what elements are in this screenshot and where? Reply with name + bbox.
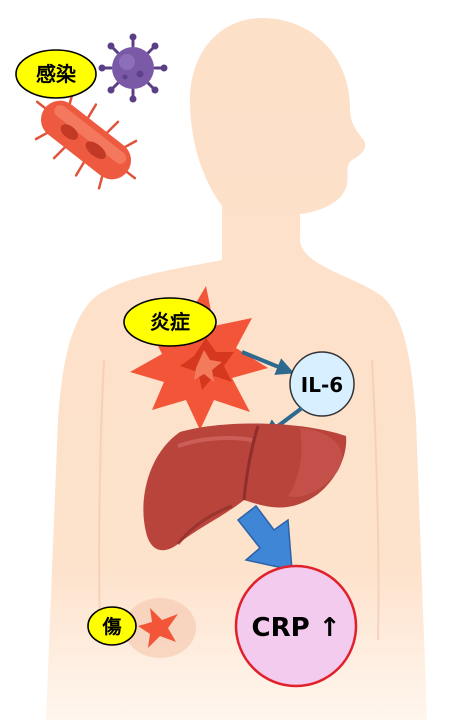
inflammation-burst-icon [130,286,268,430]
il6-node: IL-6 [289,351,355,417]
svg-text:傷: 傷 [101,615,121,638]
injury-label: 傷 [87,606,137,646]
svg-text:感染: 感染 [36,62,77,86]
arrow-liver-to-crp [236,504,293,571]
bacteria-icon [34,90,138,190]
liver-icon [143,423,347,551]
infection-label: 感染 [15,49,97,99]
inflammation-label: 炎症 [123,297,217,347]
svg-text:炎症: 炎症 [150,310,190,334]
crp-node: CRP ↑ [234,564,358,688]
wound-icon [124,598,196,658]
arrow-inflammation-to-il6 [241,350,295,375]
virus-icon [98,33,168,103]
svg-text:IL-6: IL-6 [301,373,343,397]
svg-text:CRP ↑: CRP ↑ [252,613,341,643]
